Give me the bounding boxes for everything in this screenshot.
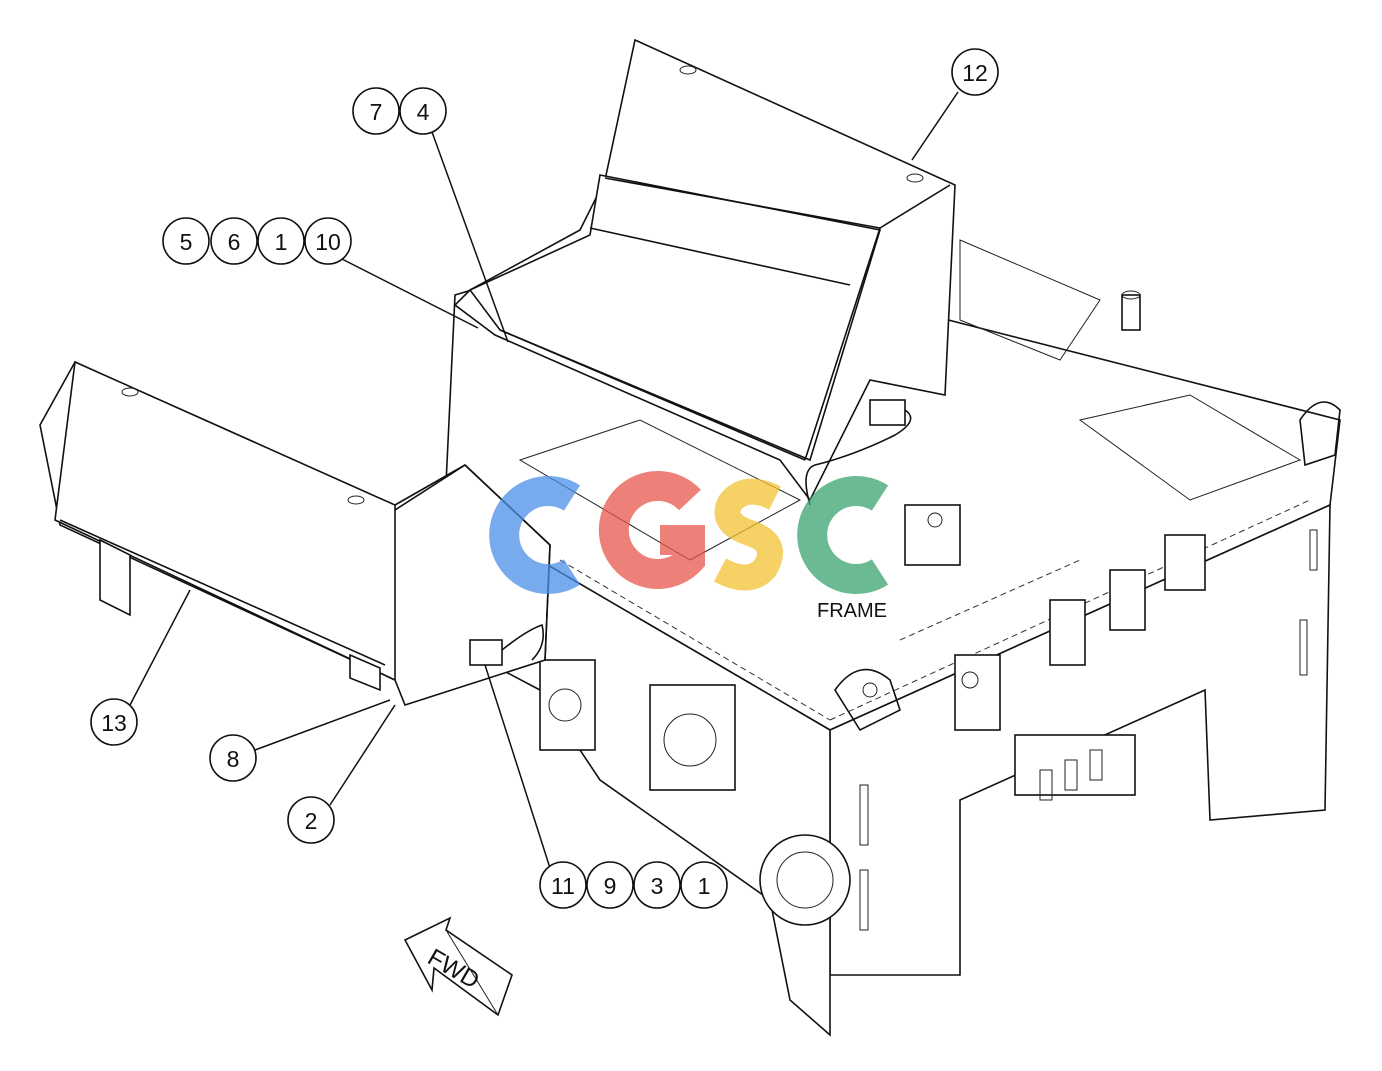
callout-bubble-2: 2: [287, 796, 335, 844]
callout-bubble-1-upper: 1: [257, 217, 305, 265]
callout-bubble-10: 10: [304, 217, 352, 265]
watermark-letter-c1: [489, 476, 581, 594]
callout-bubble-12: 12: [951, 48, 999, 96]
callout-text-11: 11: [551, 873, 575, 899]
frame-deck-opening-right: [1078, 394, 1302, 501]
callout-text-3: 3: [651, 873, 664, 899]
callout-text-12: 12: [962, 60, 988, 86]
callout-text-9: 9: [604, 873, 617, 899]
frame-rear-bracket: [959, 239, 1101, 361]
callout-text-8: 8: [227, 746, 240, 772]
callout-text-4: 4: [417, 99, 430, 125]
left-sensor: [469, 639, 503, 666]
watermark-letter-s: [713, 478, 783, 591]
watermark-letter-c2: [797, 476, 889, 594]
callout-text-6: 6: [228, 229, 241, 255]
frame-center-bracket: [904, 504, 961, 566]
callout-bubble-1-lower: 1: [680, 861, 728, 909]
callout-bubble-4: 4: [399, 87, 447, 135]
callout-text-10: 10: [315, 229, 341, 255]
callout-text-13: 13: [101, 710, 127, 736]
frame-label: FRAME: [817, 600, 887, 622]
right-sensor: [869, 399, 906, 426]
callout-bubble-5: 5: [162, 217, 210, 265]
leader-lines: [129, 91, 959, 869]
callout-bubble-3: 3: [633, 861, 681, 909]
callout-bubble-8: 8: [209, 734, 257, 782]
frame-small-mount-plate: [539, 659, 596, 751]
frame-pump-mount-plate: [649, 684, 736, 791]
callout-text-7: 7: [370, 99, 383, 125]
right-cover-panel: [453, 38, 956, 506]
left-cover-panel-face: [54, 360, 396, 682]
callout-bubble-9: 9: [586, 861, 634, 909]
frame-round-flange: [759, 834, 851, 926]
callout-text-5: 5: [180, 229, 193, 255]
frame-upper-ear: [1299, 401, 1341, 467]
callout-text-1-lower: 1: [698, 873, 711, 899]
callout-text-1-upper: 1: [275, 229, 288, 255]
callout-bubble-6: 6: [210, 217, 258, 265]
watermark-letter-g: [598, 471, 705, 589]
callout-bubble-7: 7: [352, 87, 400, 135]
callout-bubble-11: 11: [539, 861, 587, 909]
callout-text-2: 2: [305, 808, 318, 834]
fwd-direction-arrow: FWD: [403, 916, 513, 1017]
frame-deck-opening-left: [518, 419, 802, 561]
callout-bubble-13: 13: [90, 698, 138, 746]
fwd-arrow-shape: [403, 916, 513, 1017]
frame-lifting-eye: [834, 668, 901, 732]
watermark: [489, 471, 889, 594]
